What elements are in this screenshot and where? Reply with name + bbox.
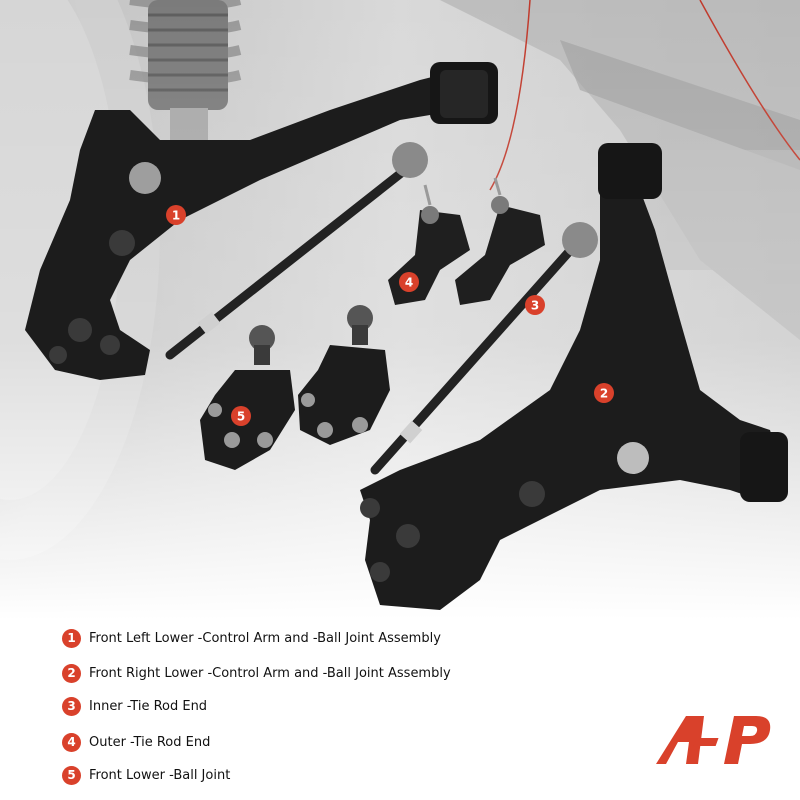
- inner-tie-rod-left: [165, 142, 428, 360]
- legend-item: 2 Front Right Lower -Control Arm and -Ba…: [62, 661, 451, 685]
- legend-item: 1 Front Left Lower -Control Arm and -Bal…: [62, 626, 441, 650]
- svg-text:4: 4: [405, 276, 413, 290]
- callout-1: 1: [166, 205, 186, 225]
- callout-5: 5: [231, 406, 251, 426]
- ball-joint-right: [298, 305, 390, 445]
- svg-text:2: 2: [600, 387, 608, 401]
- legend-item: 5 Front Lower -Ball Joint: [62, 763, 230, 787]
- inner-tie-rod-right: [370, 222, 598, 475]
- legend-label: Inner -Tie Rod End: [89, 698, 208, 714]
- legend-label: Outer -Tie Rod End: [89, 734, 211, 750]
- control-arm-right: [360, 143, 788, 610]
- legend-label: Front Left Lower -Control Arm and -Ball …: [89, 630, 441, 646]
- control-arm-left: [25, 62, 498, 380]
- callout-4: 4: [399, 272, 419, 292]
- legend-item: 4 Outer -Tie Rod End: [62, 730, 210, 754]
- legend-number-badge: 4: [62, 732, 81, 752]
- legend-number-badge: 1: [62, 628, 81, 648]
- product-photo: 1 2 3 4 5: [0, 0, 800, 620]
- svg-text:3: 3: [531, 299, 539, 313]
- legend-label: Front Lower -Ball Joint: [89, 767, 231, 783]
- legend-number-badge: 3: [62, 696, 81, 716]
- outer-tie-rod-right: [455, 177, 545, 305]
- svg-text:1: 1: [172, 209, 180, 223]
- svg-text:5: 5: [237, 410, 245, 424]
- callout-3: 3: [525, 295, 545, 315]
- callout-2: 2: [594, 383, 614, 403]
- brand-logo-icon: [656, 716, 771, 764]
- legend-label: Front Right Lower -Control Arm and -Ball…: [89, 665, 451, 681]
- legend-number-badge: 5: [62, 765, 81, 785]
- legend-number-badge: 2: [62, 663, 81, 683]
- legend-item: 3 Inner -Tie Rod End: [62, 694, 207, 718]
